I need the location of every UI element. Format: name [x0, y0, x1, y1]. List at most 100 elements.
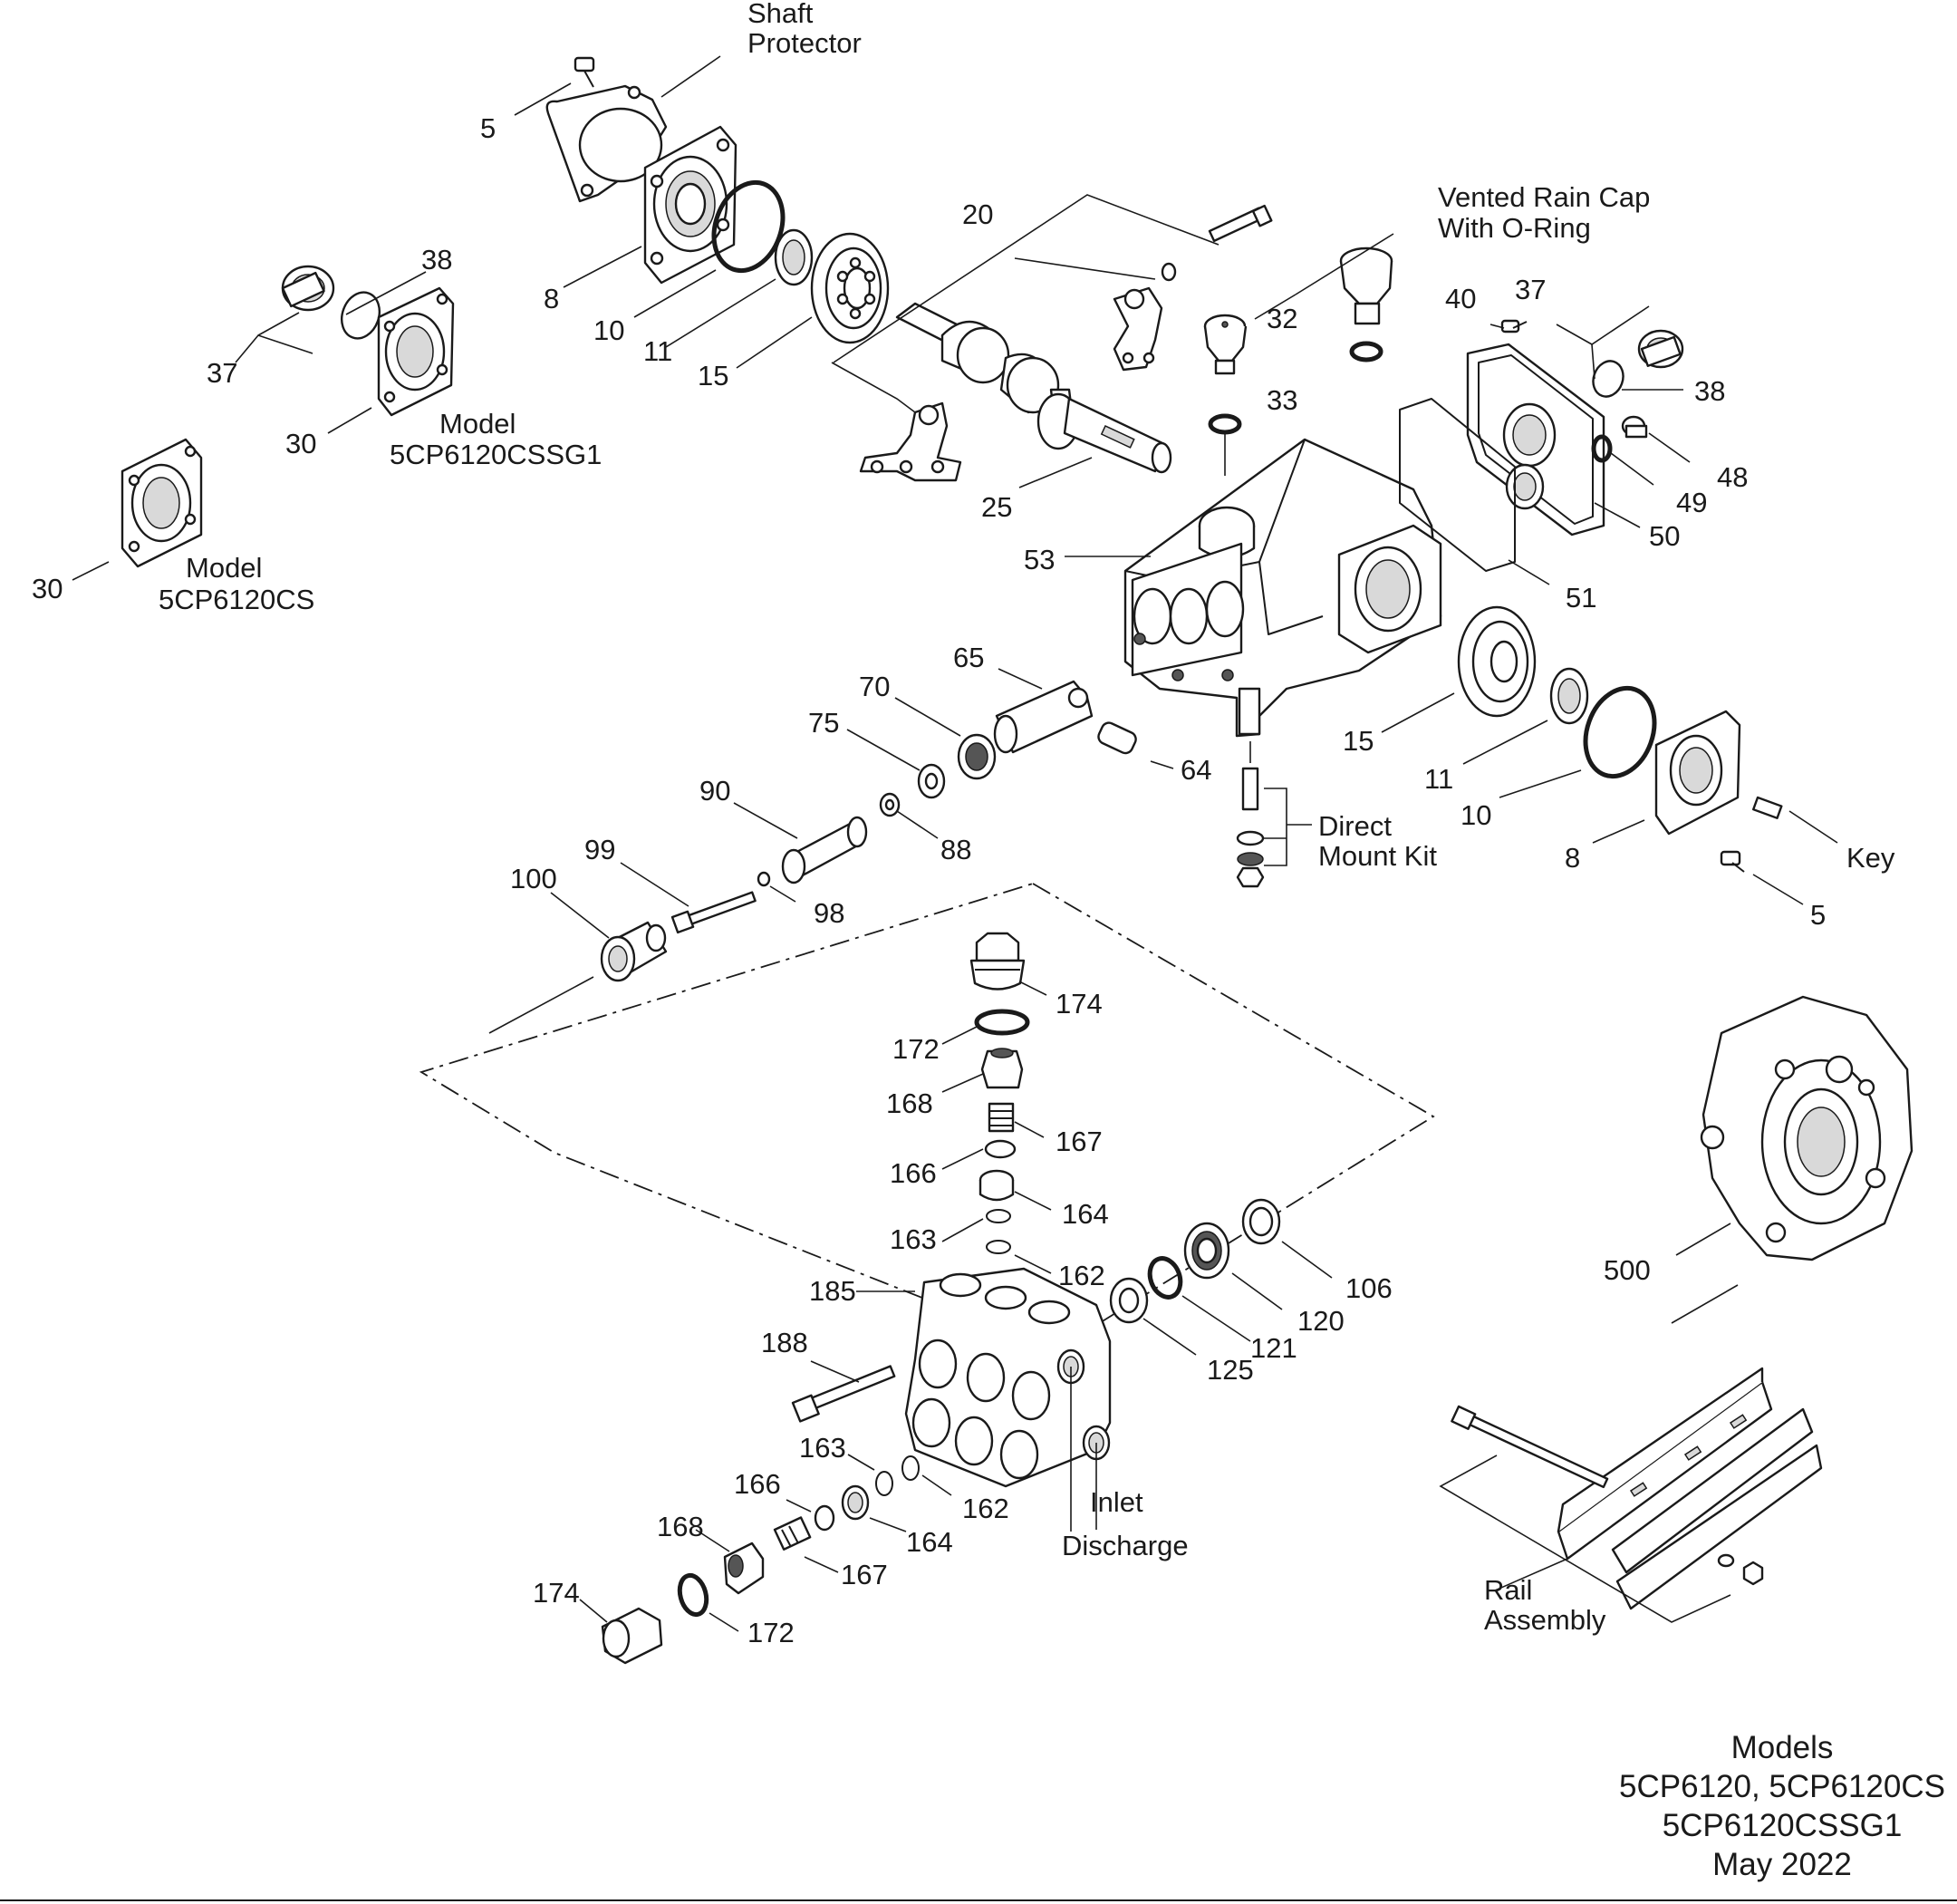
part-106: 106 [1345, 1272, 1393, 1304]
part-163-top: 163 [890, 1223, 937, 1255]
part-5-right: 5 [1810, 899, 1826, 931]
o-ring-right-drawing [1583, 685, 1657, 779]
bearing-right-drawing [1457, 605, 1537, 718]
part-38-left: 38 [421, 244, 452, 275]
part-48: 48 [1717, 461, 1748, 493]
valve-plug-174-top-drawing [969, 932, 1026, 991]
descriptive-labels: Shaft Protector Vented Rain Cap With O-R… [159, 0, 1895, 1636]
o-ring-49-drawing [1591, 434, 1613, 463]
valve-plug-174-bot-drawing [601, 1607, 663, 1665]
o-ring-33-drawing [1208, 413, 1242, 435]
part-number-labels: 5 8 10 11 15 20 25 38 37 30 30 32 33 40 … [32, 112, 1826, 1648]
part-172-bot: 172 [747, 1617, 795, 1648]
bearing-cover-right-drawing [1654, 710, 1741, 836]
part-174-bot: 174 [533, 1577, 580, 1609]
part-38-right: 38 [1694, 375, 1725, 407]
rail-assembly-drawing [1451, 1367, 1823, 1610]
part-25: 25 [981, 491, 1012, 523]
footer-model-list: 5CP6120, 5CP6120CS [1619, 1769, 1945, 1804]
rod-bolt-drawing [1161, 204, 1273, 282]
part-37-left: 37 [207, 357, 237, 389]
plunger-90-drawing [781, 816, 868, 884]
part-98: 98 [814, 897, 844, 929]
o-ring-162-bot-drawing [901, 1455, 920, 1481]
part-99: 99 [584, 834, 615, 865]
part-188: 188 [761, 1327, 808, 1358]
footer-date: May 2022 [1712, 1847, 1852, 1882]
key-label: Key [1846, 842, 1895, 874]
key-drawing [1752, 796, 1783, 819]
vented-rain-cap-label-1: Vented Rain Cap [1438, 181, 1650, 213]
vented-rain-cap-drawing [1339, 246, 1393, 325]
manifold-drawing [904, 1267, 1112, 1488]
oil-seal-right-drawing [1549, 667, 1589, 725]
o-ring-172-top-drawing [974, 1009, 1030, 1036]
inlet-label: Inlet [1090, 1486, 1143, 1518]
screw-40-drawing [1500, 319, 1528, 333]
part-32: 32 [1267, 303, 1297, 334]
seal-120-drawing [1183, 1222, 1230, 1280]
bolt-188-drawing [791, 1365, 896, 1423]
plunger-rod-65-drawing [993, 680, 1094, 754]
valve-164-top-drawing [978, 1169, 1015, 1202]
plug-37-left-drawing [281, 265, 335, 312]
spring-167-bot-drawing [773, 1516, 812, 1551]
part-75: 75 [808, 707, 839, 739]
o-ring-162-top-drawing [986, 1240, 1011, 1254]
o-ring-38-left-drawing [341, 291, 381, 340]
part-70: 70 [859, 671, 890, 702]
part-33: 33 [1267, 384, 1297, 416]
part-53: 53 [1024, 544, 1055, 575]
part-8-top: 8 [544, 283, 559, 314]
part-172-top: 172 [892, 1033, 940, 1065]
direct-mount-kit-label-1: Direct [1318, 810, 1392, 842]
part-168-bot: 168 [657, 1511, 704, 1542]
part-5-top: 5 [480, 112, 496, 144]
part-40: 40 [1445, 283, 1476, 314]
bearing-cover-cs-drawing [121, 438, 203, 568]
bearing-top-drawing [810, 232, 890, 344]
o-ring-163-bot-drawing [875, 1471, 893, 1496]
direct-mount-kit-drawing [1236, 767, 1265, 888]
part-168-top: 168 [886, 1087, 933, 1119]
washer-88-drawing [879, 792, 901, 817]
part-166-top: 166 [890, 1157, 937, 1189]
leader-lines [72, 55, 1838, 1632]
part-166-bot: 166 [734, 1468, 781, 1500]
valve-seat-168-bot-drawing [723, 1542, 765, 1595]
bearing-cover-sg1-drawing [377, 286, 455, 417]
footer-models-heading: Models [1731, 1730, 1834, 1765]
part-15-top: 15 [698, 360, 728, 391]
connecting-rod-lower-drawing [859, 401, 962, 482]
part-125: 125 [1207, 1354, 1254, 1386]
part-15-right: 15 [1343, 725, 1374, 757]
rail-assembly-label-2: Assembly [1484, 1604, 1606, 1636]
model-cs-label-1: Model [186, 552, 262, 584]
part-50: 50 [1649, 520, 1680, 552]
connecting-rod-upper-drawing [1113, 286, 1163, 372]
model-sg1-label-1: Model [439, 408, 516, 440]
part-162-top: 162 [1058, 1260, 1105, 1291]
gasket-drawing [1399, 398, 1516, 572]
part-49: 49 [1676, 487, 1707, 518]
part-174-top: 174 [1056, 988, 1103, 1020]
direct-mount-kit-label-2: Mount Kit [1318, 840, 1437, 872]
washer-75-drawing [917, 763, 946, 799]
valve-164-bot-drawing [841, 1484, 870, 1521]
part-11-top: 11 [643, 335, 672, 367]
part-167-bot: 167 [841, 1559, 888, 1590]
part-51: 51 [1566, 582, 1596, 614]
plug-48-drawing [1621, 415, 1648, 439]
manifold-group-outline [419, 883, 1435, 1352]
o-ring-163-top-drawing [986, 1209, 1011, 1223]
part-164-top: 164 [1062, 1198, 1109, 1230]
plug-37-right-drawing [1637, 329, 1684, 369]
part-8-right: 8 [1565, 842, 1580, 874]
shaft-protector-label-1: Shaft [747, 0, 814, 29]
pin-64-drawing [1097, 721, 1137, 755]
gearbox-drawing [1700, 995, 1914, 1261]
part-162-bot: 162 [962, 1493, 1009, 1524]
part-20: 20 [962, 198, 993, 230]
vented-rain-cap-label-2: With O-Ring [1438, 212, 1591, 244]
spring-167-top-drawing [988, 1102, 1015, 1133]
